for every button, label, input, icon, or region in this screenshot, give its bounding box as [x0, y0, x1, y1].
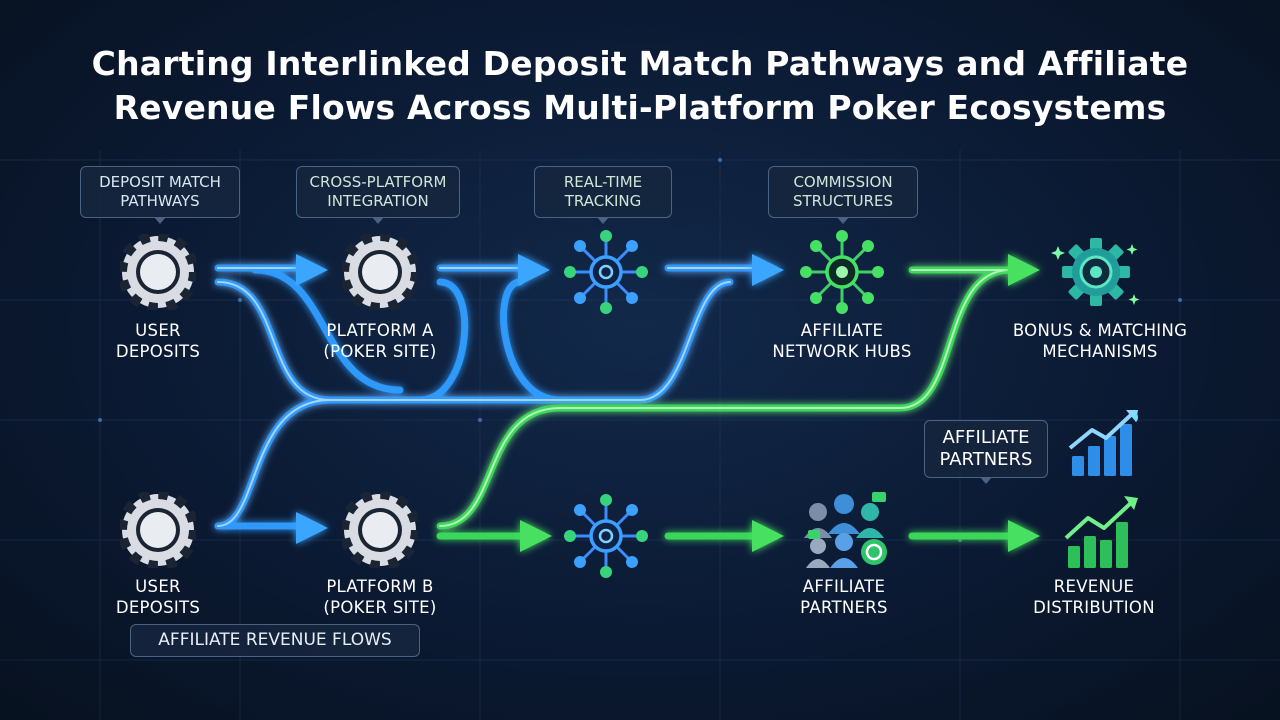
arrow-head [752, 254, 784, 286]
people-group-icon [804, 492, 887, 568]
arrow-head [1008, 254, 1040, 286]
tag-cross-platform-integration: CROSS-PLATFORM INTEGRATION [296, 166, 460, 224]
title-line-2: Revenue Flows Across Multi-Platform Poke… [113, 88, 1167, 127]
title-line-1: Charting Interlinked Deposit Match Pathw… [91, 44, 1189, 83]
label-affiliate-partners: AFFILIATE PARTNERS [800, 577, 888, 617]
arrow-head [518, 254, 550, 286]
blue-flow-lines [214, 264, 764, 530]
green-arrowheads [520, 254, 1040, 552]
label-platform-a: PLATFORM A (POKER SITE) [323, 321, 437, 361]
bar-chart-icon [1068, 410, 1138, 476]
blue-arrowheads [296, 254, 784, 544]
tag-real-time-tracking: REAL-TIME TRACKING [534, 166, 672, 224]
poker-chip-icon [342, 492, 418, 568]
arrow-head [752, 520, 784, 552]
poker-chip-icon [120, 234, 196, 310]
tag-commission-structures: COMMISSION STRUCTURES [768, 166, 918, 224]
label-user-deposits-top: USER DEPOSITS [115, 321, 201, 361]
arrow-head [520, 520, 552, 552]
network-hub-icon [800, 230, 884, 314]
arrow-head [296, 512, 328, 544]
blue-flow-highlight [217, 267, 761, 527]
label-platform-b: PLATFORM B (POKER SITE) [323, 577, 437, 617]
tag-affiliate-partners: AFFILIATE PARTNERS [924, 420, 1048, 484]
bar-chart-icon [1064, 496, 1138, 568]
tag-deposit-match-pathways: DEPOSIT MATCH PATHWAYS [80, 166, 240, 224]
arrow-head [296, 254, 328, 286]
poker-chip-icon [342, 234, 418, 310]
page-title: Charting Interlinked Deposit Match Pathw… [40, 42, 1240, 130]
tag-affiliate-revenue-flows: AFFILIATE REVENUE FLOWS [130, 624, 420, 657]
network-hub-icon [564, 230, 648, 314]
green-flow-highlight [439, 269, 1011, 527]
poker-chip-icon [120, 492, 196, 568]
label-affiliate-network-hubs: AFFILIATE NETWORK HUBS [772, 321, 912, 361]
label-user-deposits-bottom: USER DEPOSITS [115, 577, 201, 617]
gear-icon [1051, 238, 1140, 306]
label-bonus-matching-mechanisms: BONUS & MATCHING MECHANISMS [1012, 321, 1188, 361]
network-hub-icon [564, 494, 648, 578]
label-revenue-distribution: REVENUE DISTRIBUTION [1033, 577, 1155, 617]
arrow-head [1008, 520, 1040, 552]
